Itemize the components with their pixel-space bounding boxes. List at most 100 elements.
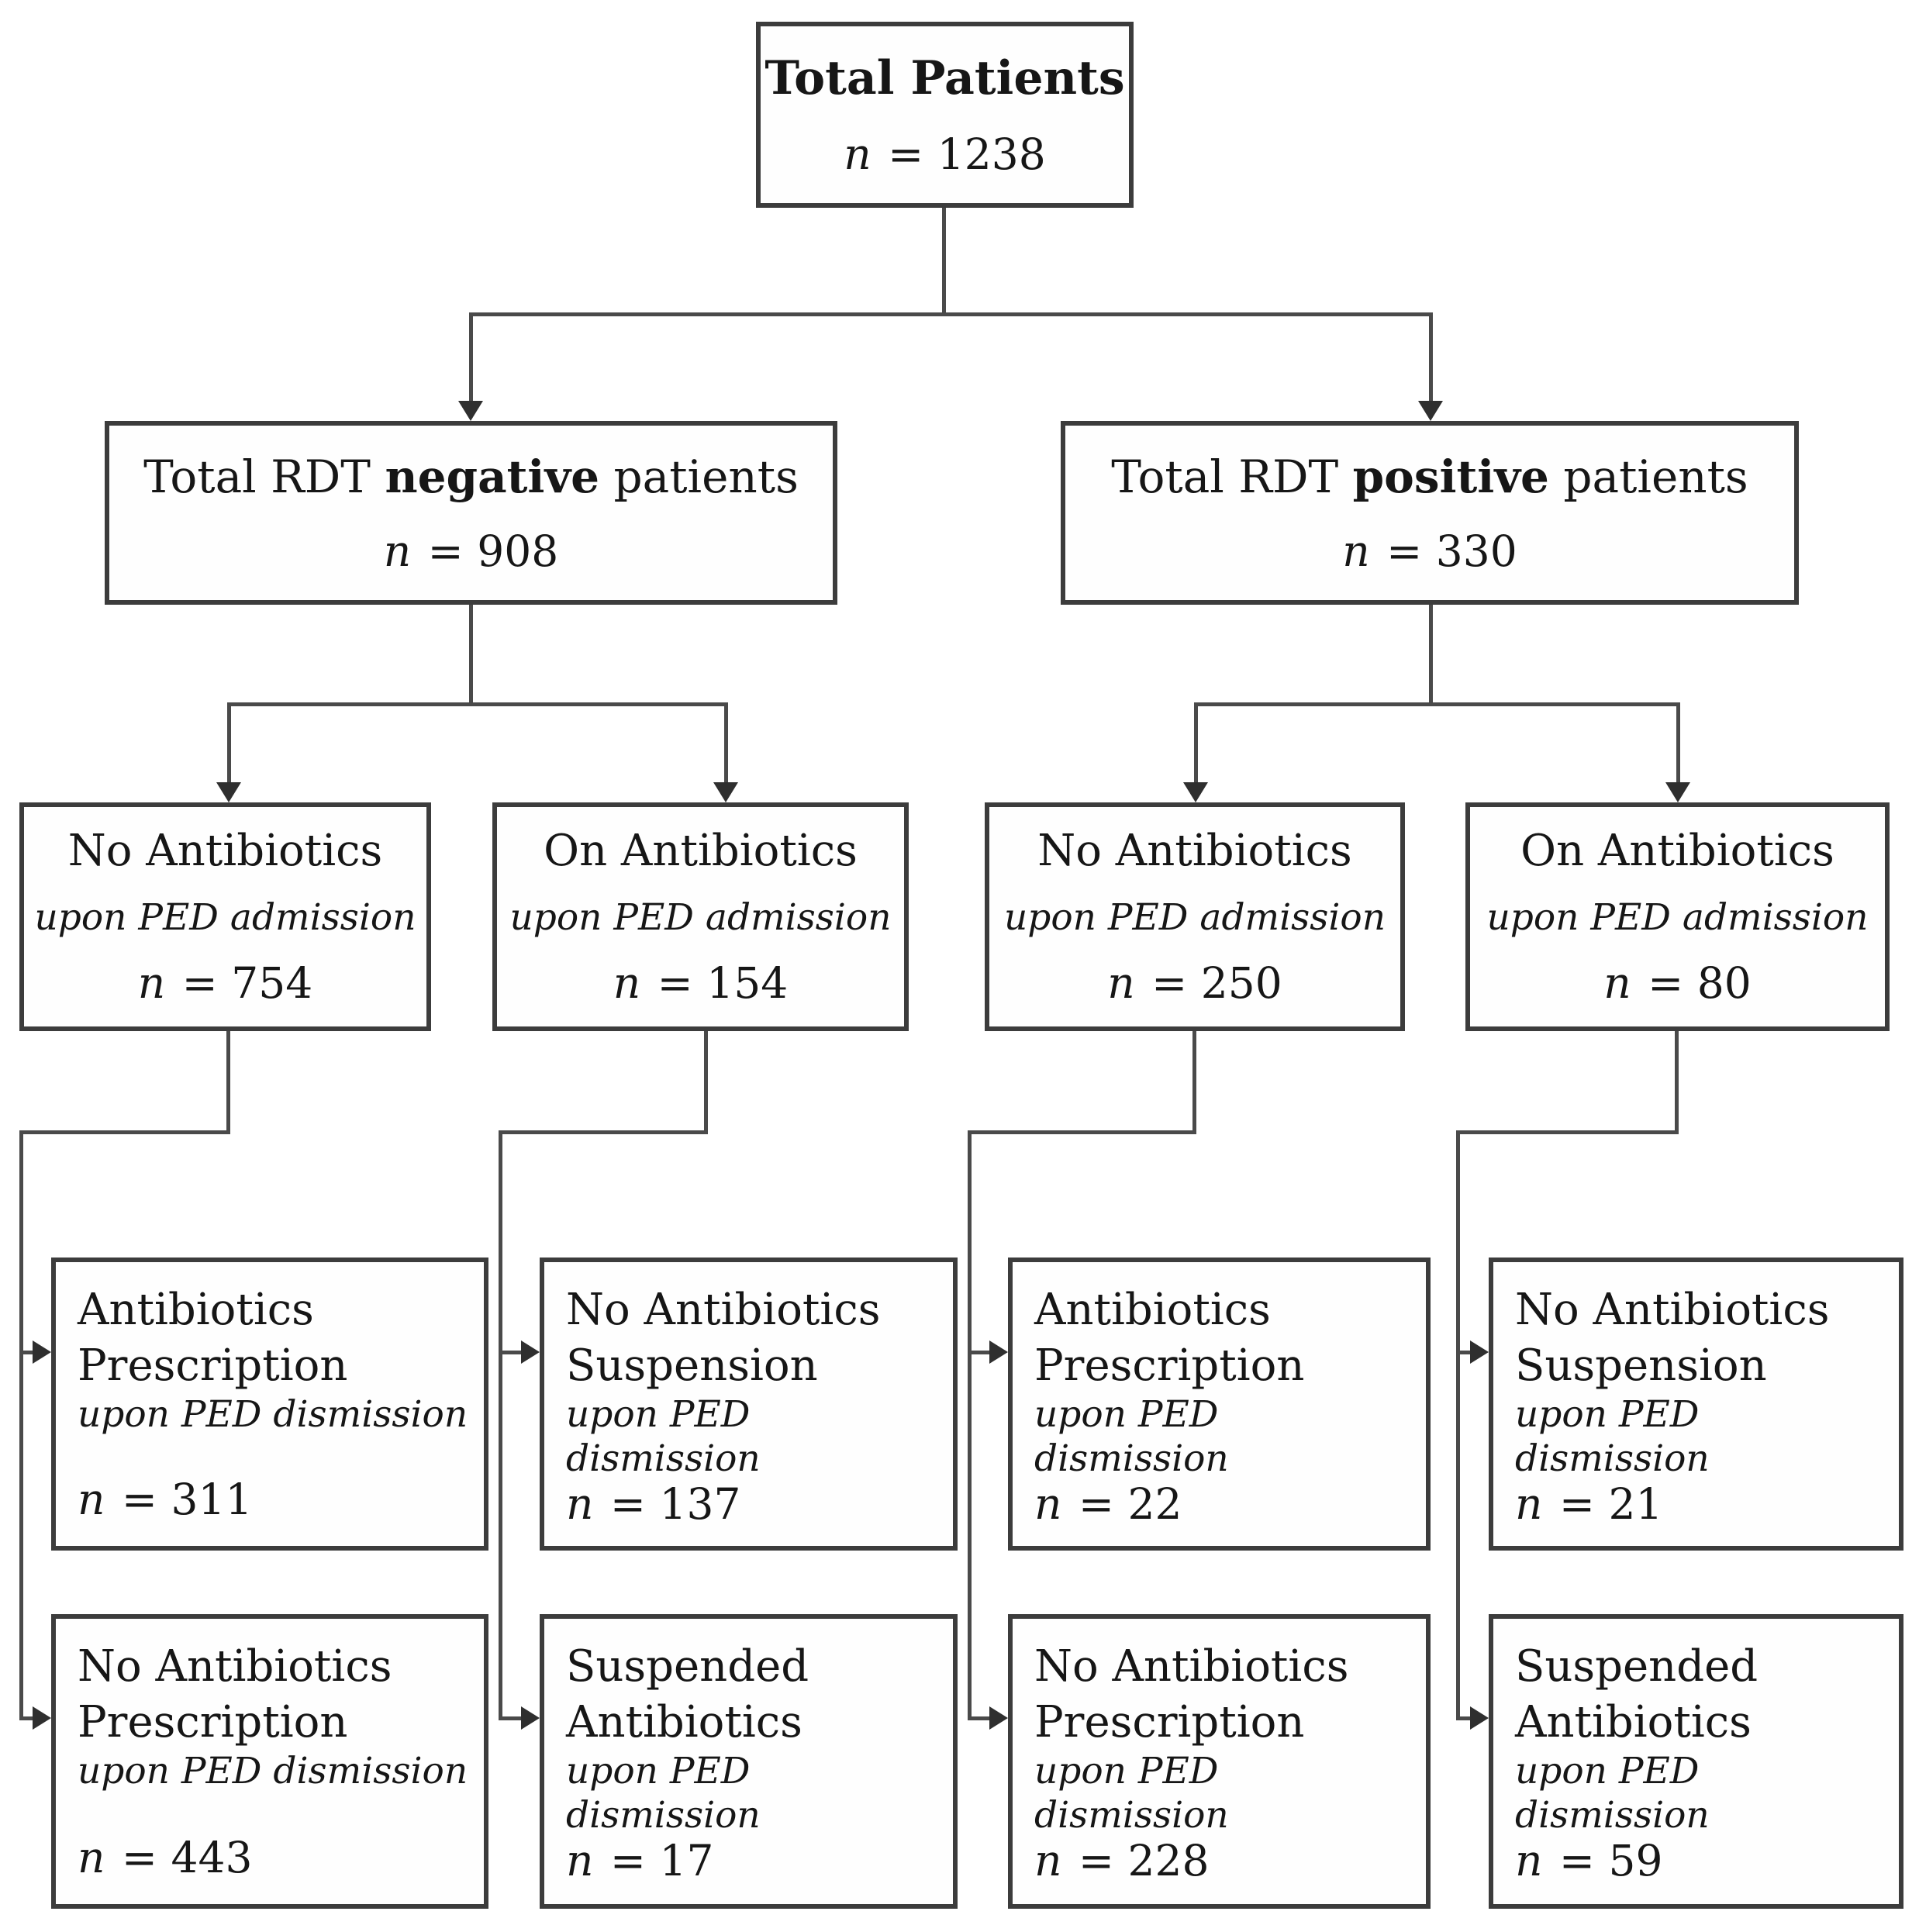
arrow-right	[1470, 1706, 1489, 1730]
node-title: Total Patients	[764, 50, 1125, 105]
node-count: n = 59	[1515, 1837, 1662, 1885]
connector-line	[724, 702, 728, 786]
connector-line	[227, 702, 231, 786]
arrow-right	[989, 1706, 1008, 1730]
n-value: = 80	[1634, 958, 1752, 1009]
connector-line	[469, 605, 473, 706]
node-count: n = 137	[566, 1481, 740, 1528]
arrow-down	[1418, 401, 1443, 421]
connector-line	[968, 1130, 1196, 1134]
arrow-right	[989, 1340, 1008, 1364]
node-count: n = 908	[384, 528, 558, 575]
n-value: = 154	[644, 958, 789, 1009]
n-symbol: n	[1034, 1836, 1062, 1886]
connector-line	[499, 1130, 708, 1134]
node-count: n = 311	[78, 1474, 252, 1524]
node-title: On Antibiotics	[544, 826, 858, 877]
n-symbol: n	[1034, 1479, 1062, 1530]
connector-line	[968, 1351, 991, 1354]
connector-line	[1429, 605, 1433, 706]
n-symbol: n	[1515, 1479, 1543, 1530]
n-symbol: n	[78, 1474, 105, 1524]
node-count: n = 17	[566, 1837, 713, 1885]
n-value: = 1238	[874, 129, 1046, 179]
arrow-right	[33, 1706, 51, 1730]
arrow-right	[521, 1340, 540, 1364]
n-symbol: n	[1603, 958, 1631, 1009]
node-count: n = 154	[613, 960, 788, 1007]
arrow-right	[33, 1340, 51, 1364]
connector-line	[1456, 1351, 1473, 1354]
node-count: n = 330	[1342, 528, 1517, 575]
node-subtitle: upon PED dismission	[1515, 1750, 1710, 1837]
node-title: Total RDT negative patients	[143, 450, 799, 503]
connector-line	[499, 1130, 502, 1720]
n-value: = 22	[1065, 1479, 1182, 1530]
node-subtitle: upon PED dismission	[78, 1393, 468, 1437]
n-value: = 228	[1065, 1836, 1210, 1886]
n-symbol: n	[1342, 526, 1370, 576]
node-rdt-positive-patients: Total RDT positive patients n = 330	[1061, 421, 1799, 605]
n-value: = 754	[168, 958, 313, 1009]
connector-line	[499, 1716, 523, 1720]
node-neg-no-antibiotics-admission: No Antibiotics upon PED admission n = 75…	[19, 802, 431, 1031]
connector-line	[1456, 1716, 1473, 1720]
n-symbol: n	[566, 1479, 594, 1530]
connector-line	[1676, 702, 1680, 786]
connector-line	[499, 1351, 523, 1354]
arrow-down	[1665, 782, 1690, 802]
n-symbol: n	[78, 1832, 105, 1882]
n-value: = 21	[1545, 1479, 1663, 1530]
n-symbol: n	[137, 958, 166, 1009]
arrow-right	[521, 1706, 540, 1730]
node-subtitle: upon PED dismission	[566, 1393, 761, 1480]
node-count: n = 22	[1034, 1481, 1182, 1528]
n-symbol: n	[383, 526, 412, 576]
node-subtitle: upon PED admission	[1486, 896, 1869, 940]
connector-line	[226, 1031, 230, 1133]
node-subtitle: upon PED dismission	[566, 1750, 761, 1837]
node-subtitle: upon PED dismission	[1515, 1393, 1710, 1480]
node-subtitle: upon PED dismission	[1034, 1750, 1229, 1837]
node-count: n = 228	[1034, 1837, 1209, 1885]
n-value: = 443	[108, 1832, 253, 1882]
n-symbol: n	[613, 958, 641, 1009]
n-value: = 137	[596, 1479, 741, 1530]
node-subtitle: upon PED admission	[509, 896, 892, 940]
node-title: On Antibiotics	[1520, 826, 1834, 877]
n-symbol: n	[566, 1836, 594, 1886]
node-count: n = 250	[1107, 960, 1282, 1007]
connector-line	[1194, 702, 1680, 706]
node-count: n = 21	[1515, 1481, 1662, 1528]
node-title: Total RDT positive patients	[1111, 450, 1748, 503]
connector-line	[1675, 1031, 1679, 1133]
connector-line	[968, 1716, 991, 1720]
connector-line	[942, 208, 946, 316]
connector-line	[968, 1130, 972, 1720]
node-title: No Antibiotics	[1037, 826, 1352, 877]
connector-line	[469, 312, 1433, 316]
node-total-patients: Total Patients n = 1238	[756, 22, 1134, 208]
connector-line	[19, 1130, 230, 1134]
connector-line	[19, 1130, 23, 1720]
node-subtitle: upon PED dismission	[78, 1750, 468, 1793]
connector-line	[1194, 702, 1198, 786]
arrow-right	[1470, 1340, 1489, 1364]
connector-line	[19, 1351, 36, 1354]
